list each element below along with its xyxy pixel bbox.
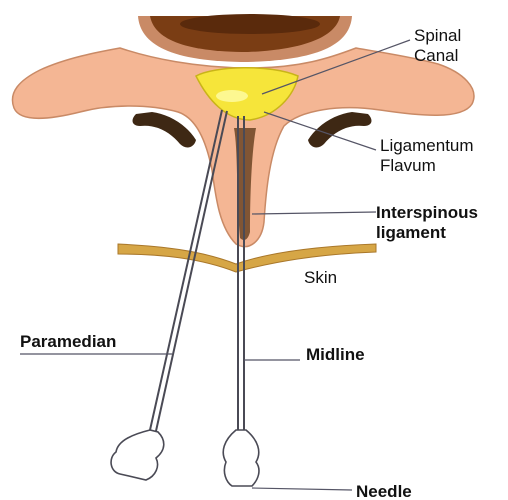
label-needle: Needle [356,482,412,500]
leader-interspinous-ligament [252,212,376,214]
label-skin: Skin [304,268,337,288]
paramedian-needle [111,110,227,480]
label-interspinous-ligament-line1: Interspinous [376,203,478,223]
vertebral-body [138,14,352,62]
label-ligamentum-flavum-line1: Ligamentum [380,136,474,156]
skin-layer [118,244,376,272]
label-interspinous-ligament: Interspinous ligament [376,203,478,243]
label-midline: Midline [306,345,365,365]
label-ligamentum-flavum-line2: Flavum [380,156,474,176]
leader-needle [252,488,352,490]
label-spinal-canal-line1: Spinal [414,26,461,46]
label-spinal-canal: Spinal Canal [414,26,461,66]
label-interspinous-ligament-line2: ligament [376,223,478,243]
label-paramedian: Paramedian [20,332,116,352]
label-ligamentum-flavum: Ligamentum Flavum [380,136,474,176]
label-spinal-canal-line2: Canal [414,46,461,66]
